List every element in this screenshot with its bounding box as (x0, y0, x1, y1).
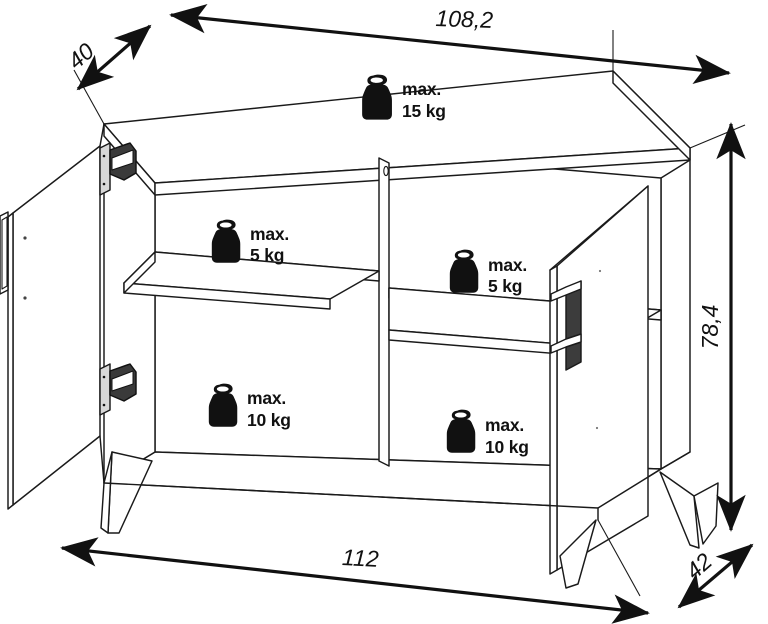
hinge-lower-left (99, 363, 137, 416)
weight-icon (362, 74, 392, 120)
bottom-right-connector (597, 468, 662, 509)
dimension-arrow-width-bottom (60, 537, 650, 624)
leg-back-right (659, 471, 700, 549)
hinge-lower-plate (99, 363, 111, 416)
load-label-max-text: max. (485, 415, 524, 435)
divider-dowel-hole (383, 165, 389, 177)
left-door-hinge-hole-lower (23, 296, 27, 300)
handle-right-bracket-bottom (550, 333, 582, 354)
hinge-upper-screw-1 (102, 154, 106, 158)
leg-back-far-right (693, 482, 719, 545)
dimension-label-depth-top: 40 (63, 38, 100, 75)
handle-right-bracket-top (550, 280, 582, 302)
load-label-top-surface: max. 15 kg (362, 74, 446, 121)
dimension-arrow-depth-top (76, 24, 152, 91)
hinge-lower-screw-1 (102, 375, 106, 379)
load-label-weight-text: 10 kg (247, 410, 291, 430)
hinge-lower-body (111, 370, 134, 392)
right-door-hole-lower (595, 426, 599, 430)
handle-left-inner (1, 216, 8, 290)
load-label-left-upper: max. 5 kg (211, 219, 289, 265)
bottom-far-right-connector (660, 451, 691, 470)
hinge-upper-screw-2 (102, 182, 106, 186)
load-label-weight-text: 5 kg (488, 276, 522, 296)
left-door-open[interactable] (7, 123, 105, 510)
hinge-lower-screw-2 (102, 403, 106, 407)
top-panel (103, 70, 691, 196)
left-door-bottom-connector (99, 435, 105, 484)
dimension-label-height: 78,4 (697, 305, 723, 350)
left-shelf (123, 251, 380, 310)
right-door-left-edge (549, 265, 558, 575)
leg-front-left-side (100, 451, 113, 534)
hinge-upper-left (99, 142, 137, 196)
cabinet-carcass (103, 134, 691, 509)
right-door-top-line (549, 185, 649, 271)
center-divider-panel (378, 157, 390, 467)
dimension-arrow-width-top (169, 3, 731, 85)
dimension-label-width-top: 108,2 (435, 5, 494, 33)
load-label-max-text: max. (250, 224, 289, 244)
ext-line-height-top (689, 124, 746, 149)
leg-front-left (107, 451, 153, 534)
load-label-right-lower: max. 10 kg (446, 409, 529, 457)
left-door-edge (7, 212, 14, 510)
load-label-max-text: max. (247, 388, 286, 408)
load-label-max-text: max. (488, 255, 527, 275)
center-divider (378, 157, 390, 467)
handle-right-door[interactable] (550, 280, 582, 371)
hinge-upper-body (111, 149, 134, 171)
right-side-panel (660, 159, 691, 470)
hinge-upper-plate (99, 142, 111, 196)
load-label-max-text: max. (402, 79, 441, 99)
load-label-weight-text: 15 kg (402, 101, 446, 121)
dimension-arrow-depth-bottom (677, 543, 754, 609)
load-label-left-lower: max. 10 kg (208, 383, 291, 430)
handle-left-door[interactable] (0, 211, 9, 295)
right-door-hole-upper (598, 269, 602, 273)
left-shelf-left-edge (123, 251, 156, 294)
left-door-hinge-hole-upper (23, 236, 27, 240)
dimension-label-width-bottom: 112 (341, 544, 379, 572)
load-label-weight-text: 10 kg (485, 437, 529, 457)
left-door-face[interactable] (12, 145, 101, 506)
load-label-right-upper: max. 5 kg (449, 249, 527, 296)
load-label-weight-text: 5 kg (250, 245, 284, 265)
left-door-top-connector (99, 123, 105, 147)
